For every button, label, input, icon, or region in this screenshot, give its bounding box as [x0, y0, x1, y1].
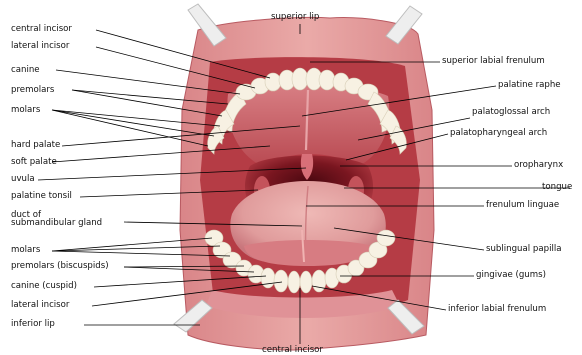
- label-oropharynx: oropharynx: [514, 161, 563, 170]
- label-superior-lip: superior lip: [271, 13, 319, 22]
- label-palatopharyngeal-arch: palatopharyngeal arch: [450, 129, 547, 138]
- label-lateral-incisor-lower: lateral incisor: [11, 301, 69, 310]
- label-molars-lower: molars: [11, 246, 40, 255]
- label-molars-upper: molars: [11, 106, 40, 115]
- label-sublingual-papilla: sublingual papilla: [486, 245, 562, 254]
- label-central-incisor: central incisor: [11, 25, 72, 34]
- label-premolars-lower: premolars (biscuspids): [11, 262, 109, 271]
- label-gingivae: gingivae (gums): [476, 271, 546, 280]
- label-inferior-labial-frenulum: inferior labial frenulum: [448, 305, 546, 314]
- label-palatoglossal-arch: palatoglossal arch: [472, 108, 550, 117]
- label-soft-palate: soft palate: [11, 158, 57, 167]
- label-inferior-lip: inferior lip: [11, 320, 55, 329]
- label-canine: canine: [11, 66, 40, 75]
- label-palatine-tonsil: palatine tonsil: [11, 192, 72, 201]
- label-hard-palate: hard palate: [11, 141, 60, 150]
- label-lateral-incisor: lateral incisor: [11, 42, 69, 51]
- label-tongue: tongue: [542, 183, 572, 192]
- label-duct-line2: submandibular gland: [11, 219, 102, 228]
- label-uvula: uvula: [11, 175, 35, 184]
- label-palatine-raphe: palatine raphe: [498, 81, 561, 90]
- label-frenulum-linguae: frenulum linguae: [486, 201, 559, 210]
- label-canine-lower: canine (cuspid): [11, 282, 77, 291]
- label-superior-labial-frenulum: superior labial frenulum: [442, 57, 545, 66]
- label-central-incisor-bottom: central incisor: [262, 346, 323, 355]
- label-premolars: premolars: [11, 86, 54, 95]
